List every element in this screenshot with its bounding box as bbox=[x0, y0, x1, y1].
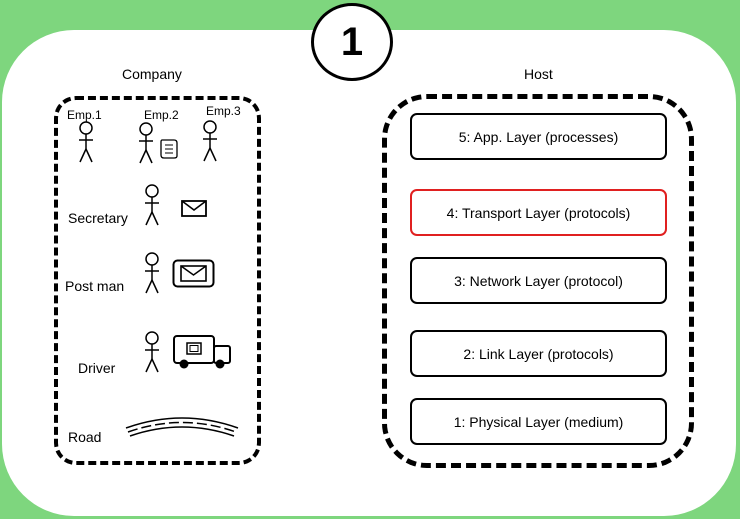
employee-2-label: Emp.2 bbox=[144, 108, 179, 122]
secretary-label: Secretary bbox=[68, 210, 128, 226]
secretary-figure-icon bbox=[145, 184, 159, 226]
postman-figure-icon bbox=[145, 252, 159, 294]
mail-truck-icon bbox=[173, 335, 231, 369]
driver-label: Driver bbox=[78, 360, 116, 376]
company-frame bbox=[54, 96, 261, 465]
road-icon bbox=[125, 417, 239, 437]
employee-3-icon bbox=[203, 120, 217, 162]
layer-physical: 1: Physical Layer (medium) bbox=[410, 398, 667, 445]
layer-network: 3: Network Layer (protocol) bbox=[410, 257, 667, 304]
host-frame bbox=[382, 94, 694, 468]
step-badge: 1 bbox=[311, 3, 393, 81]
layer-link: 2: Link Layer (protocols) bbox=[410, 330, 667, 377]
layer-application: 5: App. Layer (processes) bbox=[410, 113, 667, 160]
envelope-icon bbox=[181, 200, 207, 217]
company-title: Company bbox=[122, 66, 182, 82]
postman-label: Post man bbox=[65, 278, 125, 294]
employee-1-label: Emp.1 bbox=[67, 108, 102, 122]
host-title: Host bbox=[524, 66, 553, 82]
layer-transport: 4: Transport Layer (protocols) bbox=[410, 189, 667, 236]
letter-icon bbox=[160, 139, 178, 159]
employee-1-icon bbox=[79, 121, 93, 163]
road-label: Road bbox=[68, 429, 102, 445]
employee-3-label: Emp.3 bbox=[206, 104, 241, 118]
driver-figure-icon bbox=[145, 331, 159, 373]
mailbox-envelope-icon bbox=[172, 259, 215, 288]
employee-2-icon bbox=[139, 122, 153, 164]
